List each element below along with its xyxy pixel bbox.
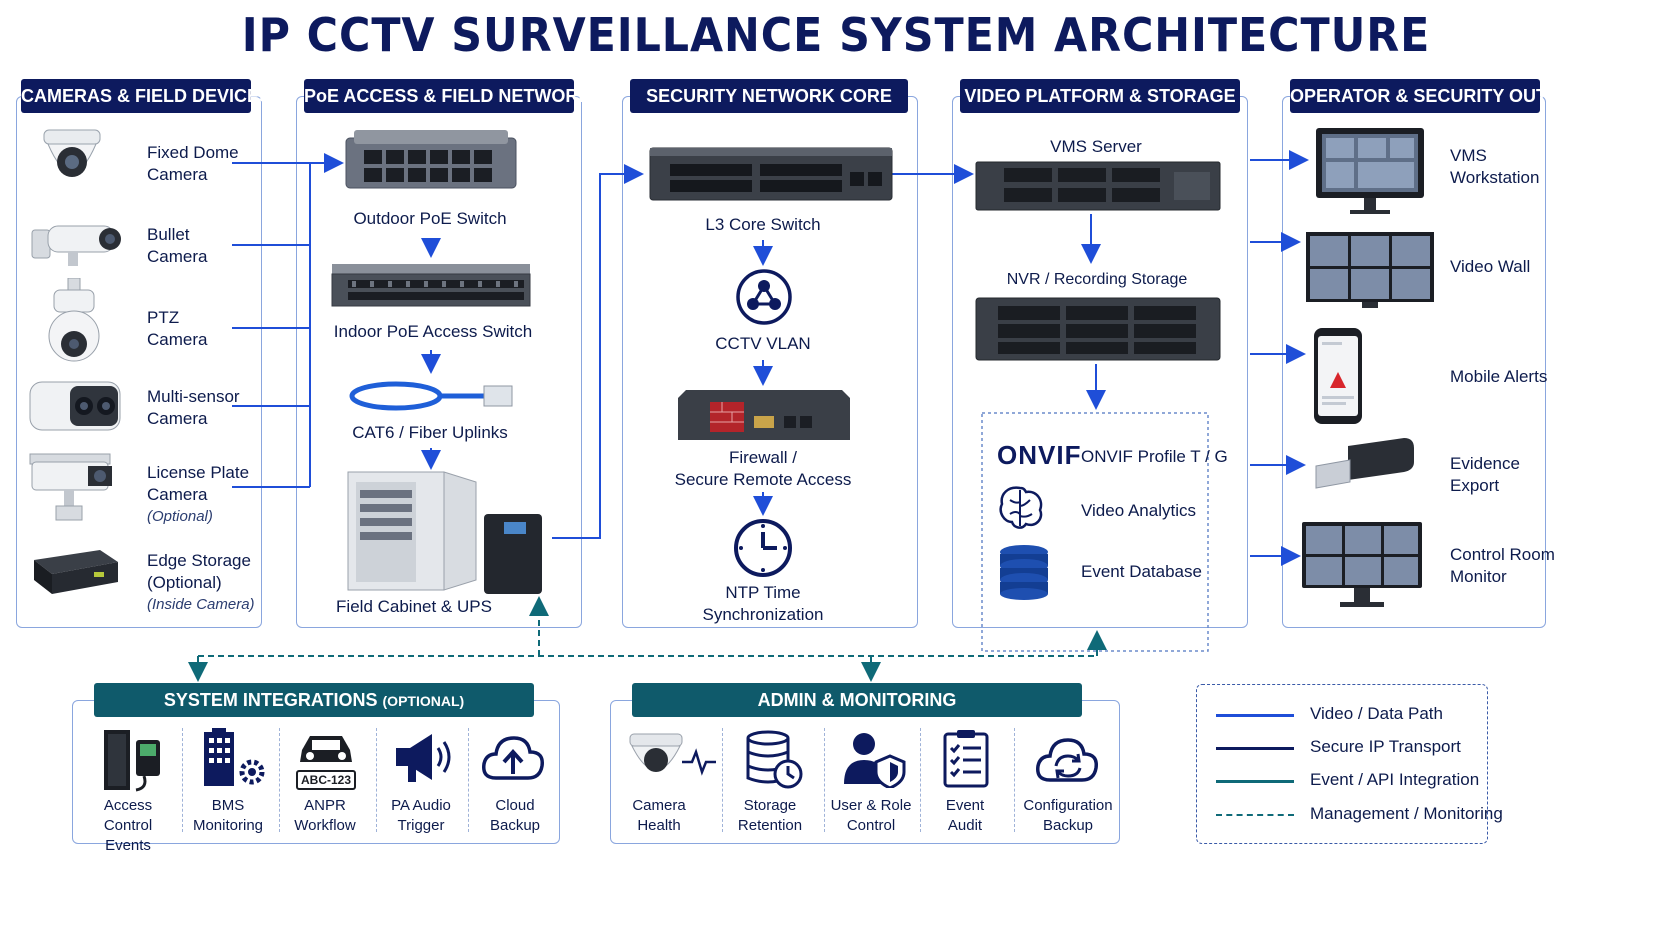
checklist-icon	[943, 730, 989, 788]
legend-swatch-1	[1216, 714, 1294, 717]
outdoor-switch-icon	[345, 130, 517, 189]
ptz-camera-icon	[48, 278, 100, 362]
camera-health-icon	[629, 733, 716, 776]
field-cabinet-icon	[347, 471, 542, 594]
cloud-upload-icon	[482, 736, 544, 780]
workstation-icon	[1316, 128, 1424, 214]
edge-storage-icon	[34, 550, 118, 594]
platform-feature-2: Video Analytics	[1081, 501, 1196, 520]
admin-header: ADMIN & MONITORING	[632, 683, 1082, 717]
megaphone-icon	[396, 734, 451, 782]
core-header: SECURITY NETWORK CORE	[630, 79, 908, 113]
platform-feature-3: Event Database	[1081, 562, 1202, 581]
legend-swatch-2	[1216, 747, 1294, 750]
cloud-sync-icon	[1036, 738, 1098, 782]
admin-sep-4	[1014, 728, 1015, 832]
int-sep-4	[468, 728, 469, 832]
ethernet-cable-icon	[349, 381, 513, 411]
indoor-switch-icon	[331, 264, 531, 307]
outputs-header: OPERATOR & SECURITY OUTPUTS	[1290, 79, 1595, 113]
poe-label-2: Indoor PoE Access Switch	[333, 322, 533, 341]
anpr-plate: ABC-123	[296, 770, 356, 790]
output-label-3: Mobile Alerts	[1450, 367, 1548, 386]
legend-swatch-4	[1216, 814, 1294, 816]
clock-icon	[734, 519, 792, 577]
monitor-icon	[1302, 522, 1422, 607]
vms-server-icon	[975, 161, 1221, 211]
core-switch-icon	[649, 147, 893, 201]
usb-drive-icon	[1315, 438, 1414, 489]
poe-header: PoE ACCESS & FIELD NETWORK	[304, 79, 591, 113]
onvif-logo-icon: ONVIF	[997, 440, 1082, 470]
platform-feature-1: ONVIF Profile T / G	[1081, 447, 1228, 466]
brain-icon	[999, 486, 1043, 529]
license-plate-camera-icon	[29, 453, 112, 521]
core-label-3: Firewall /Secure Remote Access	[674, 448, 852, 489]
poe-label-4: Field Cabinet & UPS	[336, 597, 492, 616]
mobile-phone-icon	[1314, 328, 1362, 424]
int-sep-1	[182, 728, 183, 832]
int-sep-3	[376, 728, 377, 832]
database-icon	[1000, 545, 1048, 600]
output-label-2: Video Wall	[1450, 257, 1531, 276]
core-label-1: L3 Core Switch	[705, 215, 821, 234]
poe-label-1: Outdoor PoE Switch	[353, 209, 507, 228]
admin-sep-2	[824, 728, 825, 832]
user-shield-icon	[844, 733, 906, 788]
firewall-icon	[678, 390, 850, 440]
storage-retention-icon	[746, 730, 803, 789]
building-icon	[204, 728, 265, 786]
integrations-header-sub: (OPTIONAL)	[382, 693, 465, 709]
cameras-panel	[16, 96, 262, 628]
dome-camera-icon	[43, 129, 101, 177]
admin-sep-1	[722, 728, 723, 832]
integrations-header: SYSTEM INTEGRATIONS (OPTIONAL)	[94, 683, 534, 717]
admin-sep-3	[920, 728, 921, 832]
cam-label-6: Edge Storage(Optional)(Inside Camera)	[147, 551, 255, 613]
legend-panel	[1196, 684, 1488, 844]
platform-header: VIDEO PLATFORM & STORAGE	[960, 79, 1240, 113]
access-control-icon	[104, 730, 160, 792]
cameras-header: CAMERAS & FIELD DEVICES	[21, 79, 271, 113]
vlan-icon	[736, 269, 792, 325]
page-title: IP CCTV SURVEILLANCE SYSTEM ARCHITECTURE	[241, 8, 1431, 62]
multisensor-camera-icon	[29, 381, 121, 431]
core-label-2: CCTV VLAN	[715, 334, 811, 353]
integrations-header-main: SYSTEM INTEGRATIONS	[163, 690, 378, 710]
bullet-camera-icon	[31, 225, 121, 266]
video-wall-icon	[1306, 232, 1434, 308]
vms-server-label: VMS Server	[1050, 137, 1142, 156]
car-icon	[300, 736, 352, 762]
nvr-label: NVR / Recording Storage	[1006, 271, 1188, 288]
int-sep-2	[279, 728, 280, 832]
poe-label-3: CAT6 / Fiber Uplinks	[352, 423, 508, 442]
legend-swatch-3	[1216, 780, 1294, 783]
nvr-storage-icon	[975, 297, 1221, 361]
